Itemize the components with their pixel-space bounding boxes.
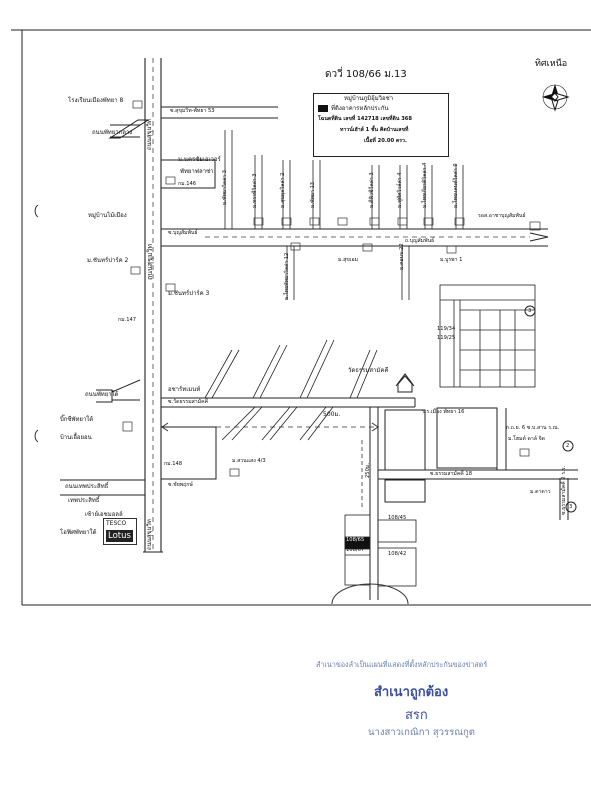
place-villa2: ม.โฮมด์ ดาล์ จิด (508, 436, 545, 442)
road-soi-53 (161, 106, 278, 119)
road-boonsamphan-label: ซ.บุญสัมพันธ์ (168, 230, 198, 236)
place-pattaya-house: พัทยาฟลาซ่า (180, 168, 214, 175)
stamp-certified: สำเนาถูกต้อง (374, 685, 449, 700)
soi-label-1: ม.พัทยาวิลล่า 3 (222, 170, 228, 205)
road-label-main-2: ถนนสุขุมวิท (146, 119, 153, 150)
road-east (378, 469, 578, 480)
diagonal-sois (204, 339, 378, 441)
soi-label-2: ม.พรรพีวิลล่า 3 (252, 173, 258, 208)
block-code-2: 119/25 (437, 335, 456, 341)
place-samakhe2: ม.ชันทร์ปาร์ค 2 (87, 257, 129, 264)
binder-hole (34, 429, 39, 443)
house-icons (122, 100, 541, 477)
legend-item-label: ที่ดิงอาคารหลักประกัน (331, 105, 389, 112)
place-thepp: เทพประสิทธิ์ (68, 497, 100, 504)
soi-label-3: ม.สุขดุลวิลล่า 2 (280, 172, 286, 208)
place-big-c: บิ๊กซีพัทยาใต้ (60, 416, 94, 423)
left-arrow-1 (108, 119, 150, 139)
place-puyai: หมู่บ้านไม้เมือง (88, 212, 127, 219)
lower-sois (286, 246, 410, 300)
place-samakhe3: ม.ชันทร์ปาร์ค 3 (168, 290, 210, 297)
legend-line3: เนื้อที่ 20.00 ตรว. (364, 138, 407, 144)
place-m-tanapan: ม.ดาดาว (530, 489, 551, 495)
plot-108-45: 108/45 (388, 515, 407, 521)
legend-swatch (318, 105, 328, 112)
road-wat (161, 397, 416, 408)
road-pattaya-tai: ถนนพัทยาใต้ (85, 391, 119, 398)
place-asia: อชาร์ทเมนท์ (168, 386, 201, 393)
plot-108-42: 108/42 (388, 551, 407, 557)
legend-line1: โฉนดที่ดิน เลขที่ 142718 เลขที่ดิน 368 (318, 116, 413, 122)
tesco-lotus-logo: TESCO Lotus (103, 518, 137, 545)
road-label-main: ถนนสุขุมวิท (146, 243, 154, 280)
stamp-name: นางสาวเกณิกา สุวรรณกูต (368, 727, 475, 738)
plot-108-65: 108/65 (346, 537, 365, 543)
soi-label-4: ม.พัทยา 13 (310, 181, 316, 208)
place-hospital: โรงเรียนเมืองพัทยา 8 (68, 97, 124, 104)
soi-label-6: ม.ฟูทัศวิวล์ล่า 4 (397, 172, 403, 209)
header-code: ดววี่ 108/66 ม.13 (325, 69, 407, 80)
distance-500-label: 500ม. (323, 411, 341, 418)
place-school16: ร.ร.เมือง พัทยา 16 (422, 409, 465, 415)
stamp-note: สำเนาของลำเป็นแผนที่แสดงที่ตั้งหลักประกั… (316, 660, 488, 669)
place-wantai: ม.นครชัยเอเวอร์ (178, 156, 221, 163)
wat-block (384, 407, 498, 503)
place-km146: กม.146 (178, 181, 197, 187)
place-lakorn1: ม.บูรพา 1 (440, 257, 463, 263)
block-code-1: 119/34 (437, 326, 456, 332)
soi-label-lower-1: ม.ไทยพัทยาวิลล่า 12 (284, 252, 290, 300)
road-boonsamphan (161, 228, 549, 247)
north-label: ทิศเหนือ (535, 59, 568, 69)
circle-num-2: 2 (566, 443, 570, 449)
legend-line2: ทาวน์เฮ้าส์ 1 ชั้น คิดบ้านเลขที่ (340, 127, 409, 133)
left-boxes (160, 159, 217, 480)
road-vertical-small: ซ.ธรรมสามัคคี 2 ร.ร. (561, 465, 567, 515)
binder-hole (34, 204, 39, 218)
legend-box: หมู่บ้านภูมิอุ้มวิอช่า ที่ดิงอาคารหลักปร… (313, 93, 449, 157)
place-office: โอฟิศพัทยาใต้ (60, 529, 97, 536)
property-lots (344, 514, 417, 587)
circle-markers (524, 305, 577, 513)
circle-num-3: 3 (569, 504, 573, 510)
north-arrow-icon (542, 84, 570, 112)
circle-num-1: 3 (528, 308, 532, 314)
place-watsp: วัดธรรมสามัคคี (348, 367, 389, 374)
stamp-signature: สรก (405, 708, 428, 723)
road-soi-53-label: ซ.สุขุมวิท-พัทยา 53 (170, 108, 215, 114)
road-kothoso: ก.ถ.ย. 6 ซ.บ.สาน ร.ณ. (506, 425, 560, 431)
soi-label-5: ม.ดีฟิวชีวีลล่า 3 (369, 172, 375, 208)
road-pratamnak: ถนนเทพประสิทธิ์ (65, 483, 109, 490)
place-km148: กม.148 (164, 461, 183, 467)
lotus-text: Lotus (106, 530, 133, 542)
place-sansuk: ม.สวนแสง 4/3 (232, 458, 266, 464)
road-wat-label: ซ.วัดธรรมสามัคคี (168, 399, 209, 405)
soi-label-lower-2: ม.คอนบ.22 (399, 243, 405, 270)
block-grid (439, 284, 536, 388)
soi-label-7: ม.ไทยเกียรติวิลล่า 4 (422, 162, 428, 208)
left-arrow-2 (96, 379, 141, 403)
official-seal (331, 583, 409, 605)
place-km147: กม.147 (118, 317, 137, 323)
place-asean: รอส.อาชาบุญสัมพันธ์ (478, 213, 526, 219)
place-gotoplace: ม.สุขเอม (338, 257, 359, 263)
place-lotus-shop: เซ้าย์เอชมอลล์ (85, 511, 123, 518)
road-pattaya-klang: ถนนพัทยากลาง (92, 129, 133, 136)
legend-item: ที่ดิงอาคารหลักประกัน (318, 105, 389, 112)
road-boonsamphan-east: ถ.บุญสัมพันธ์ (405, 238, 435, 244)
tesco-text: TESCO (106, 520, 127, 527)
road-wat-east: ซ.ธรรมสามัคคี 18 (430, 471, 473, 477)
road-label-main-3: ถนนสุขุมวิท (146, 519, 153, 550)
legend-title: หมู่บ้านภูมิอุ้มวิอช่า (344, 95, 394, 102)
place-banyai: บ้านเอื้อยอน (60, 434, 92, 441)
plot-108-67: 108/67 (346, 547, 365, 553)
temple-icon (395, 373, 415, 393)
road-chaiyaphruek: ซ.ชัยพฤกษ์ (168, 482, 193, 488)
soi-label-8: ม.ไทยแลนด์วิลล่า 9 (453, 163, 459, 208)
left-road-3 (60, 479, 145, 496)
distance-250-label: 250ม. (365, 463, 371, 478)
